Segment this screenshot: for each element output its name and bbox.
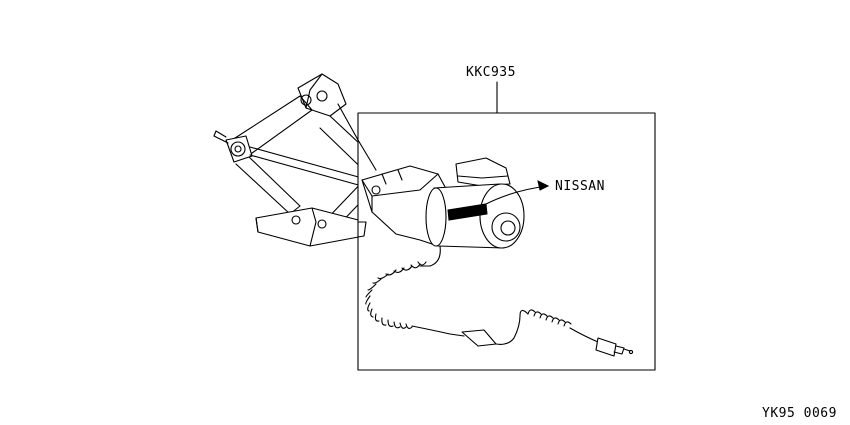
part-number-label: KKC935 (466, 65, 516, 80)
brand-pointer-arrow (485, 180, 550, 205)
coiled-power-cord (365, 245, 634, 357)
brand-emblem-label: NISSAN (555, 179, 605, 194)
motor-drive-unit (361, 157, 525, 249)
figure-code-label: YK95 0069 (762, 406, 837, 421)
jack-overlap-detail (357, 139, 377, 238)
